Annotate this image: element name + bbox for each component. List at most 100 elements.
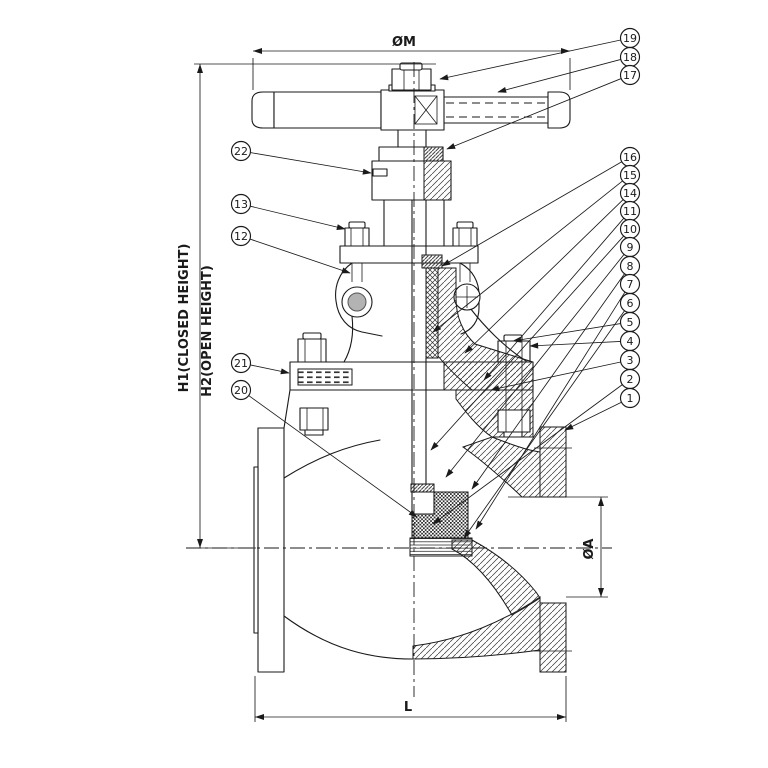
balloon-number-11: 11	[623, 205, 637, 218]
disc-nut-section	[410, 483, 435, 493]
leader-line-2	[432, 384, 623, 525]
bonnet-bell-right	[469, 307, 527, 362]
dimension-oa: ØA	[566, 496, 608, 598]
balloon-17: 17	[446, 64, 641, 150]
balloon-number-16: 16	[623, 151, 637, 164]
leader-line-22	[250, 152, 372, 175]
balloon-6: 6	[463, 292, 641, 539]
balloon-number-2: 2	[627, 373, 634, 386]
balloon-number-9: 9	[627, 241, 634, 254]
balloon-8: 8	[471, 255, 641, 490]
leader-line-12	[249, 238, 351, 274]
leader-line-19	[439, 39, 621, 81]
balloon-7: 7	[475, 273, 641, 530]
leader-line-5	[512, 323, 621, 343]
valve-body	[253, 389, 572, 673]
dimension-om: ØM	[252, 35, 571, 90]
leader-line-21	[250, 364, 290, 375]
balloon-number-6: 6	[627, 297, 634, 310]
body-upper-left-outline	[283, 439, 381, 479]
balloon-21: 21	[230, 352, 290, 375]
balloon-14: 14	[464, 182, 641, 354]
bonnet-nut-left-bottom	[299, 407, 329, 431]
dim-label-h2: H2(OPEN HEIGHT)	[200, 265, 215, 397]
dim-label-oa: ØA	[582, 539, 597, 560]
balloon-circle-17	[619, 64, 641, 86]
bonnet-gasket	[297, 368, 353, 386]
balloon-number-20: 20	[234, 384, 248, 397]
bonnet-nut-left-top	[297, 338, 327, 363]
balloon-1: 1	[564, 387, 641, 431]
dim-label-om: ØM	[392, 35, 416, 50]
balloon-18: 18	[497, 46, 641, 93]
leader-line-8	[471, 273, 625, 490]
balloon-22: 22	[230, 140, 372, 175]
dimension-l: L	[254, 676, 567, 722]
leader-line-14	[464, 199, 624, 354]
balloon-number-13: 13	[234, 198, 248, 211]
yoke-nut-right	[452, 227, 478, 247]
grease-fitting-tab	[372, 168, 388, 177]
balloon-number-1: 1	[627, 392, 634, 405]
seat-ring	[409, 537, 473, 557]
leader-line-16	[441, 161, 622, 267]
leader-line-18	[497, 59, 621, 93]
balloon-number-19: 19	[623, 32, 637, 45]
dimension-height: H1(CLOSED HEIGHT) H2(OPEN HEIGHT)	[177, 63, 436, 549]
leader-line-13	[250, 205, 346, 231]
gland-follower	[421, 254, 443, 269]
balloon-number-21: 21	[234, 357, 248, 370]
leader-line-10	[430, 235, 624, 451]
body-lower-left-outline	[283, 615, 414, 660]
balloon-circle-13	[230, 193, 252, 215]
yoke-bolt-cap-left	[348, 221, 366, 229]
dim-label-l: L	[404, 700, 412, 715]
balloon-number-17: 17	[623, 69, 637, 82]
bonnet-section-wall	[437, 267, 534, 391]
leader-line-17	[446, 78, 622, 150]
balloon-number-18: 18	[623, 51, 637, 64]
yoke-plate	[339, 245, 479, 264]
yoke-bolt-cap-right	[456, 221, 474, 229]
balloon-number-3: 3	[627, 354, 634, 367]
centerlines	[186, 62, 612, 697]
handwheel-nut	[391, 68, 432, 91]
bonnet-stud-end-left	[304, 429, 324, 436]
balloon-13: 13	[230, 193, 346, 231]
balloon-circle-12	[230, 225, 252, 247]
leader-line-3	[490, 361, 621, 392]
stem-packing	[425, 267, 439, 359]
balloon-circle-1	[619, 387, 641, 409]
right-flange-lower	[539, 602, 567, 673]
balloon-number-12: 12	[234, 230, 248, 243]
left-flange	[257, 427, 285, 673]
handwheel-hub	[380, 89, 445, 131]
leader-line-4	[529, 341, 621, 349]
handwheel-right-cap	[547, 91, 571, 129]
seat-bridge-wall	[451, 539, 541, 616]
balloon-20: 20	[230, 379, 418, 518]
stem-bushing-collar-section	[423, 146, 444, 162]
stem-nut-section	[423, 160, 452, 201]
dim-label-h1: H1(CLOSED HEIGHT)	[177, 244, 192, 393]
balloon-number-7: 7	[627, 278, 634, 291]
bonnet-bell-left	[343, 315, 354, 363]
balloon-9: 9	[445, 236, 641, 478]
disc-holder	[411, 491, 435, 515]
leader-line-7	[475, 291, 626, 530]
leader-line-20	[248, 395, 418, 518]
balloon-4: 4	[529, 330, 641, 352]
balloon-circle-21	[230, 352, 252, 374]
balloon-circle-20	[230, 379, 252, 401]
balloon-19: 19	[439, 27, 641, 81]
handwheel-left-cap	[251, 91, 275, 129]
yoke-hole	[347, 292, 367, 312]
handwheel-nut-cap	[399, 62, 423, 71]
balloon-12: 12	[230, 225, 351, 274]
balloon-number-5: 5	[627, 316, 634, 329]
leader-line-1	[564, 401, 622, 431]
bonnet-stud-cap-left	[302, 332, 322, 340]
balloon-number-4: 4	[627, 335, 634, 348]
leader-line-9	[445, 254, 625, 478]
